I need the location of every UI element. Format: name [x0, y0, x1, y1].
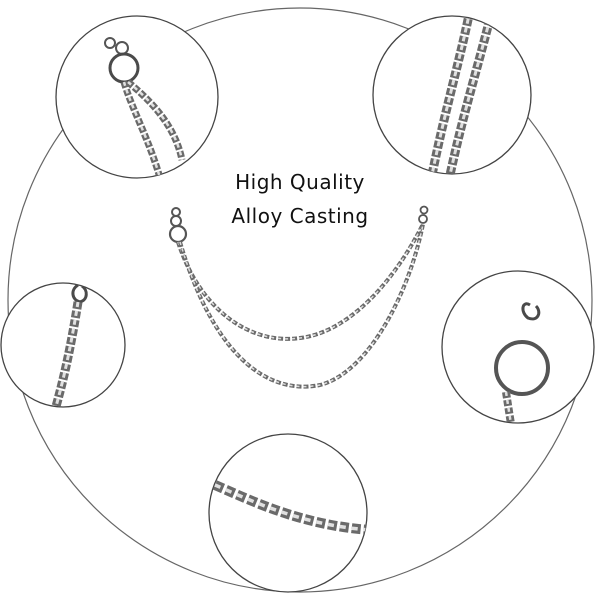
detail-circle-ring-clasp — [441, 270, 595, 424]
headline-material: Alloy Casting — [231, 204, 369, 228]
headline-quality: High Quality — [235, 170, 365, 194]
detail-circle-ring — [55, 15, 219, 179]
detail-circle-clasp — [0, 282, 126, 408]
main-chain — [168, 205, 429, 389]
detail-circle-parallel-chains — [372, 15, 532, 175]
large-outline-circle — [7, 7, 593, 593]
detail-circle-chain-link — [208, 433, 368, 593]
